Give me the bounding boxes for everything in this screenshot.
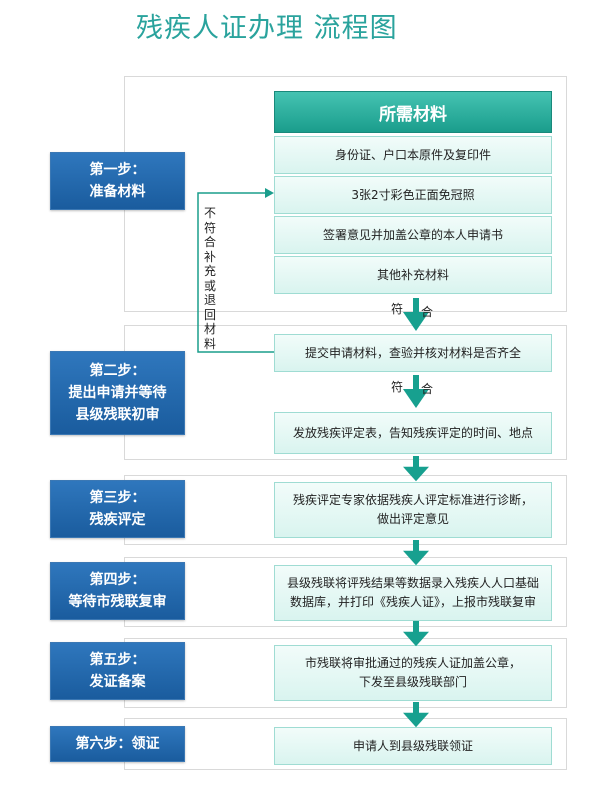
materials-header: 所需材料 — [274, 91, 552, 133]
label-he-1: 合 — [421, 305, 434, 319]
arrow-down-icon — [403, 298, 429, 331]
material-item-1: 身份证、户口本原件及复印件 — [274, 136, 552, 174]
step-5-box: 第五步： 发证备案 — [50, 642, 185, 700]
step-4-label: 等待市残联复审 — [68, 594, 167, 610]
material-item-4: 其他补充材料 — [274, 256, 552, 294]
process-box-assessment-line2: 做出评定意见 — [376, 512, 449, 526]
step-1-box: 第一步： 准备材料 — [50, 152, 185, 210]
step-2-label-line1: 提出申请并等待 — [68, 385, 167, 401]
material-item-1-text: 身份证、户口本原件及复印件 — [334, 147, 491, 162]
label-fu-2: 符 — [391, 380, 404, 394]
step-3-number: 第三步： — [89, 490, 146, 506]
step-1-label: 准备材料 — [89, 184, 146, 200]
arrow-down-icon — [403, 621, 429, 647]
process-box-assessment-line1: 残疾评定专家依据残疾人评定标准进行诊断， — [292, 493, 533, 507]
arrow-down-icon — [403, 375, 429, 408]
step-3-box: 第三步： 残疾评定 — [50, 480, 185, 538]
material-item-4-text: 其他补充材料 — [376, 267, 449, 282]
process-box-issue-form: 发放残疾评定表，告知残疾评定的时间、地点 — [274, 412, 552, 454]
step-5-number: 第五步： — [89, 652, 146, 668]
material-item-2: 3张2寸彩色正面免冠照 — [274, 176, 552, 214]
process-box-assessment: 残疾评定专家依据残疾人评定标准进行诊断， 做出评定意见 — [274, 482, 552, 538]
step-6-box: 第六步：领证 — [50, 726, 185, 762]
step-2-label-line2: 县级残联初审 — [75, 407, 160, 423]
material-item-2-text: 3张2寸彩色正面免冠照 — [351, 187, 475, 202]
label-fu-1: 符 — [391, 302, 404, 316]
step-1-number: 第一步： — [89, 162, 146, 178]
step-4-number: 第四步： — [89, 572, 146, 588]
feedback-label: 不符合 补充或 退回材 料 — [203, 206, 216, 351]
process-box-data-entry-line2: 数据库，并打印《残疾人证》，上报市残联复审 — [289, 595, 536, 609]
material-item-3-text: 签署意见并加盖公章的本人申请书 — [322, 227, 503, 242]
process-box-submit-text: 提交申请材料，查验并核对材料是否齐全 — [304, 345, 521, 360]
process-box-stamp-line1: 市残联将审批通过的残疾人证加盖公章， — [304, 656, 521, 670]
arrow-down-icon — [403, 540, 429, 566]
step-4-box: 第四步： 等待市残联复审 — [50, 562, 185, 620]
process-box-data-entry: 县级残联将评残结果等数据录入残疾人人口基础 数据库，并打印《残疾人证》，上报市残… — [274, 565, 552, 621]
process-box-collect: 申请人到县级残联领证 — [274, 727, 552, 765]
material-item-3: 签署意见并加盖公章的本人申请书 — [274, 216, 552, 254]
process-box-stamp: 市残联将审批通过的残疾人证加盖公章， 下发至县级残联部门 — [274, 645, 552, 701]
arrow-down-icon — [403, 456, 429, 482]
process-box-stamp-line2: 下发至县级残联部门 — [358, 675, 467, 689]
step-5-label: 发证备案 — [89, 674, 146, 690]
process-box-collect-text: 申请人到县级残联领证 — [352, 738, 473, 753]
process-box-data-entry-line1: 县级残联将评残结果等数据录入残疾人人口基础 — [286, 576, 539, 590]
page-title: 残疾人证办理 流程图 — [136, 13, 398, 44]
step-3-label: 残疾评定 — [89, 512, 146, 528]
step-2-number: 第二步： — [89, 363, 146, 379]
label-he-2: 合 — [421, 382, 434, 396]
step-2-box: 第二步： 提出申请并等待 县级残联初审 — [50, 351, 185, 435]
arrow-down-icon — [403, 702, 429, 728]
step-6-label: 第六步：领证 — [75, 736, 160, 752]
process-box-submit: 提交申请材料，查验并核对材料是否齐全 — [274, 334, 552, 372]
process-box-issue-form-text: 发放残疾评定表，告知残疾评定的时间、地点 — [292, 425, 533, 440]
